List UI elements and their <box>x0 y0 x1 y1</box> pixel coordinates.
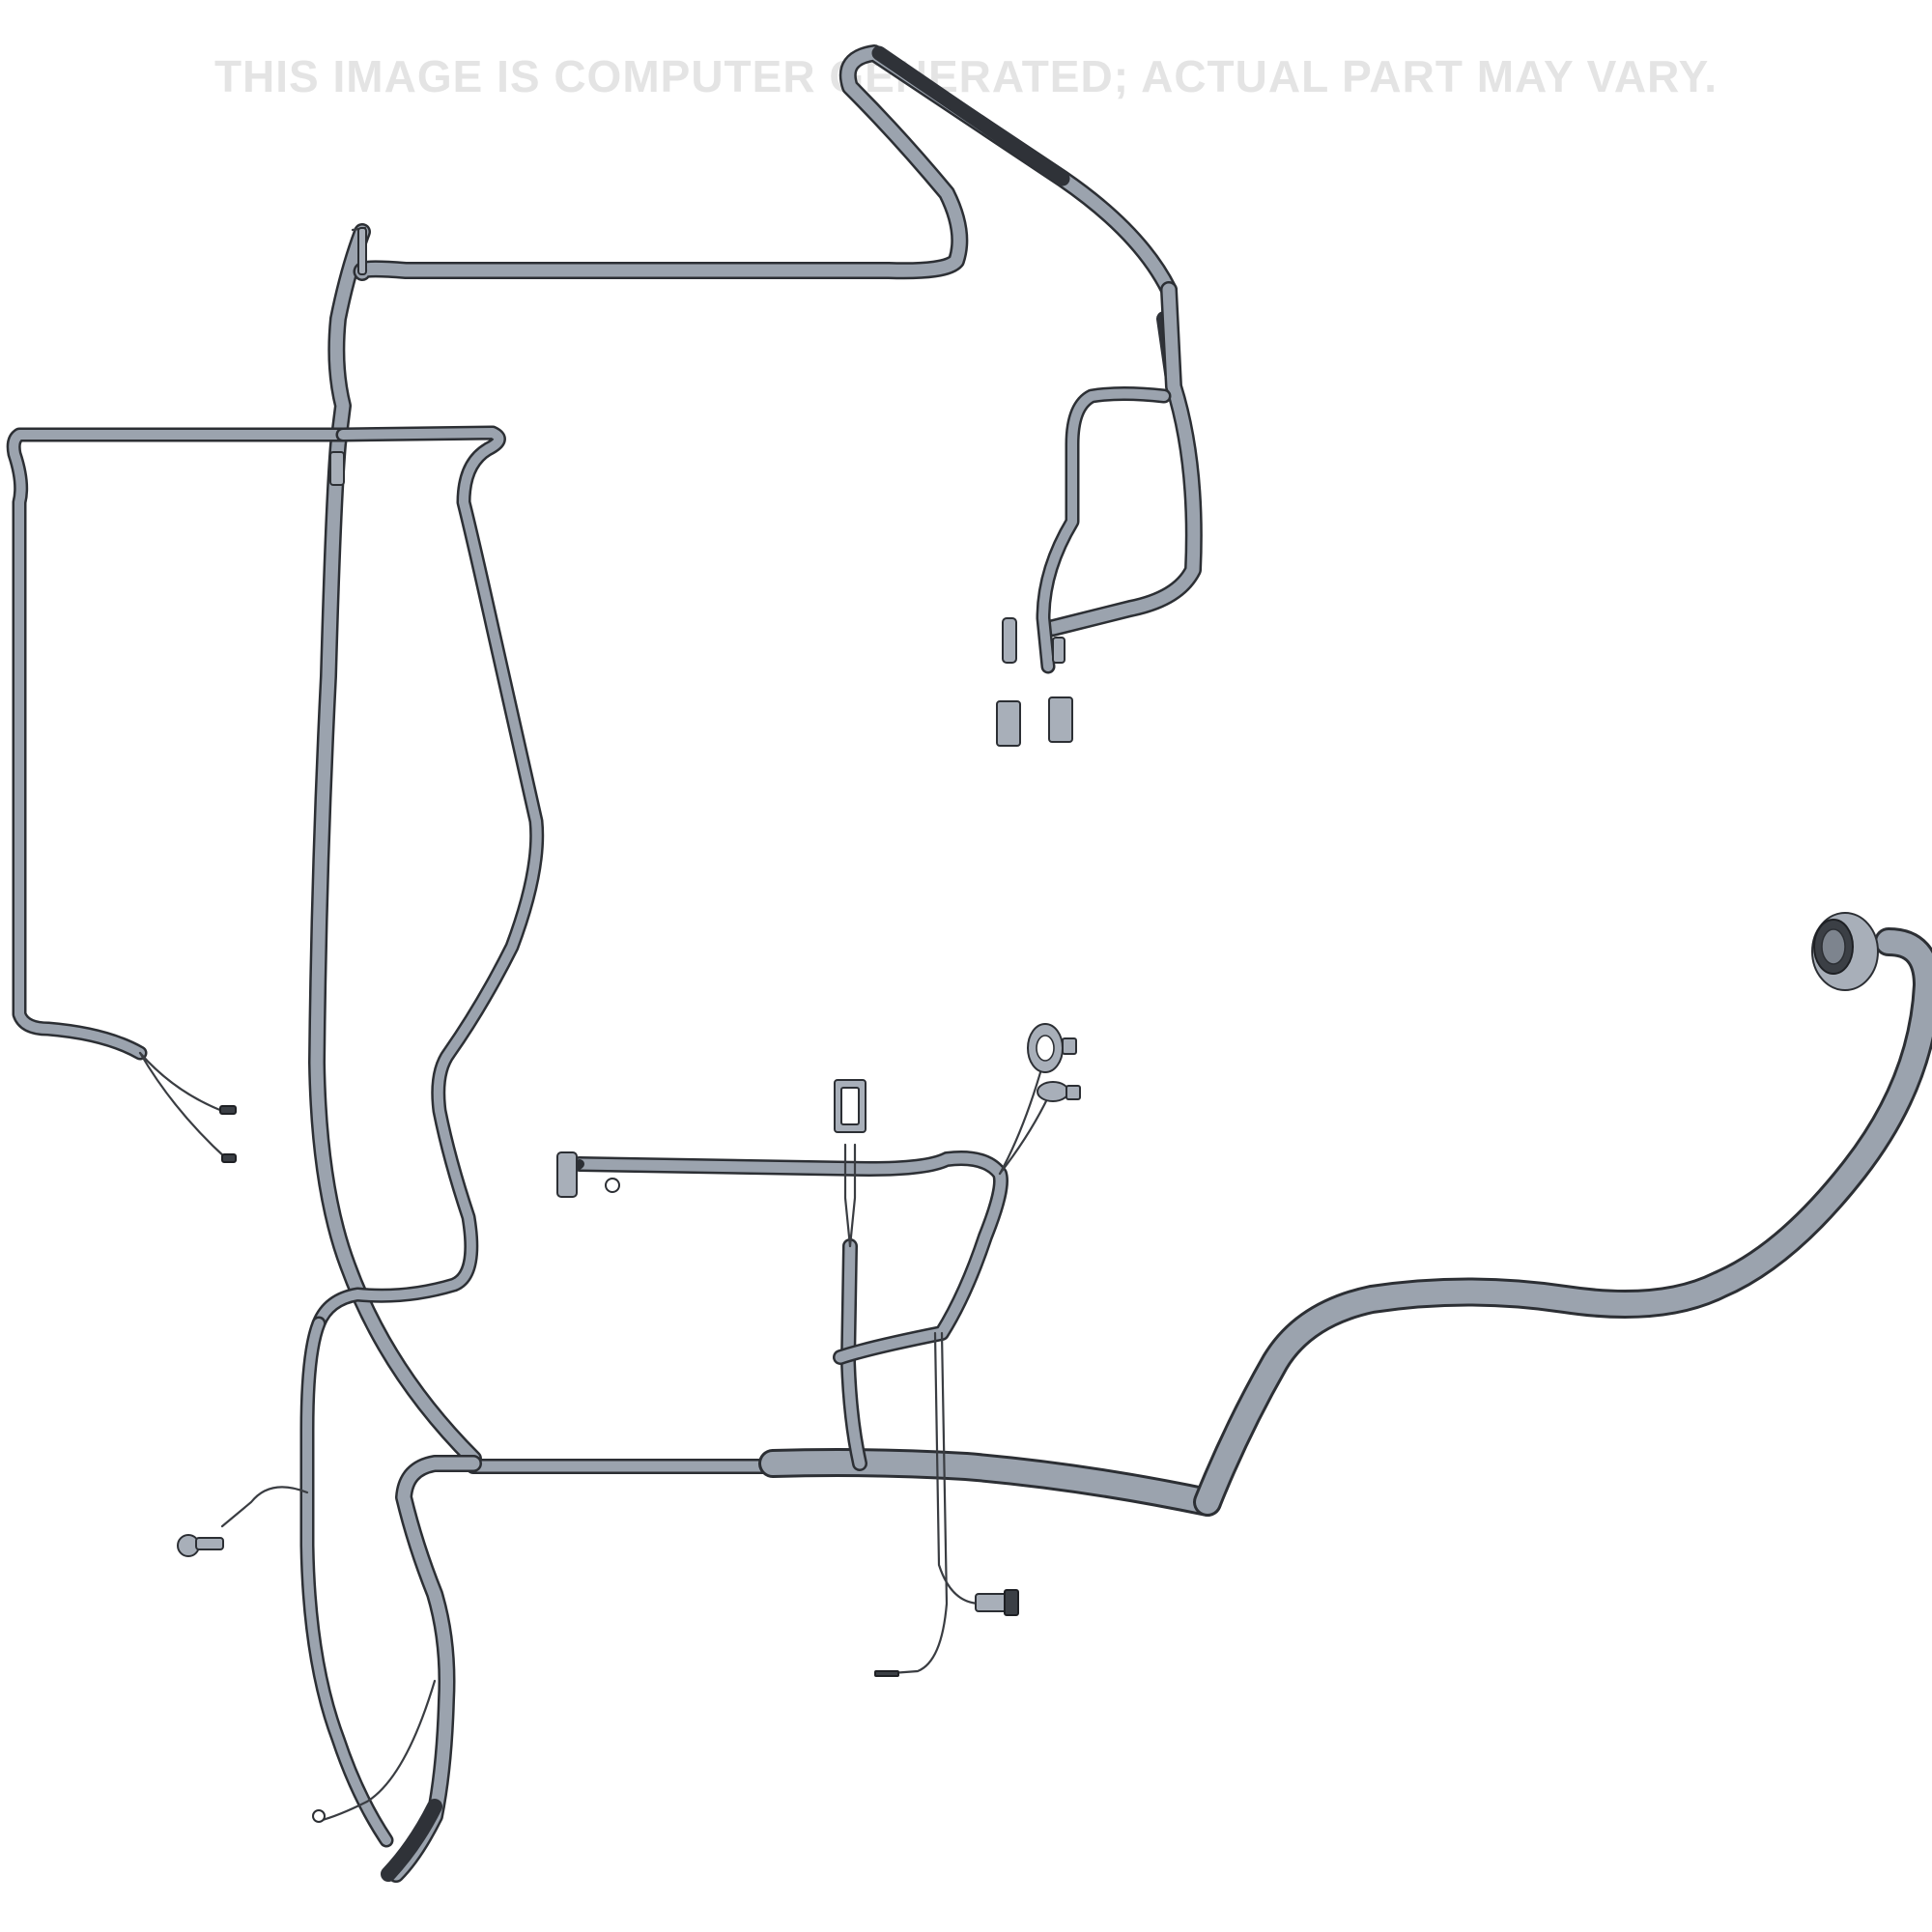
harness-tubes <box>6 44 1932 1883</box>
ring-terminal-bottom <box>312 1809 326 1823</box>
connectors <box>177 227 1879 1823</box>
tube-dark-sleeve <box>871 45 1070 186</box>
blade-connector-right <box>1048 696 1073 743</box>
watermark-text: THIS IMAGE IS COMPUTER GENERATED; ACTUAL… <box>213 51 1719 101</box>
sensor-connector-left <box>556 1151 578 1198</box>
top-stub-connector <box>357 227 367 275</box>
thin-wires <box>138 226 1055 1823</box>
blade-connector-left <box>996 700 1021 747</box>
oval-connector-lower <box>1037 1081 1069 1102</box>
